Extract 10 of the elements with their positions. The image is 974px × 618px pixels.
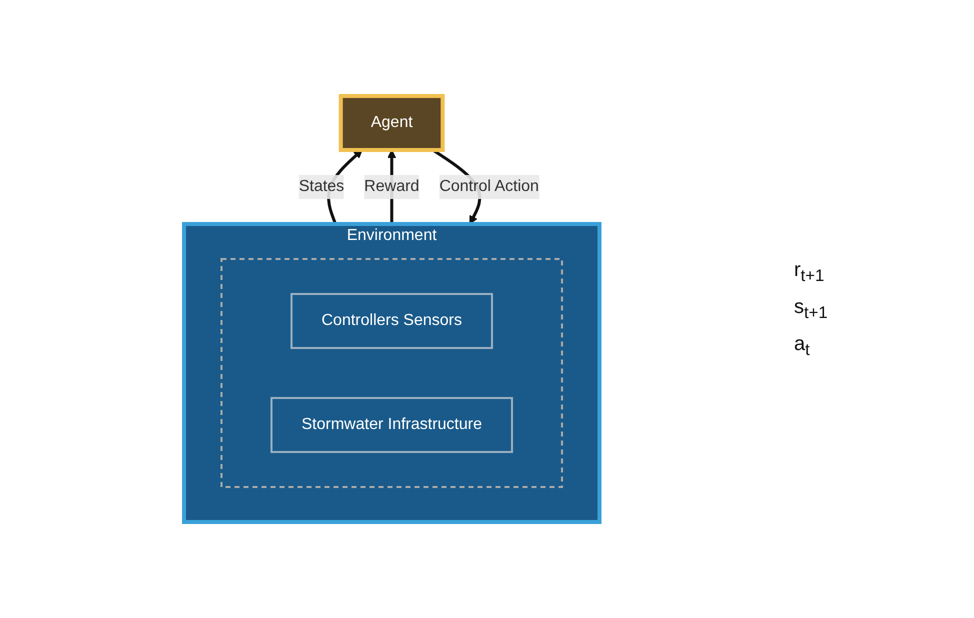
edge-label: Reward — [364, 178, 420, 195]
node-box: Controllers Sensors — [290, 293, 494, 349]
signal-label: a$_{t}$ — [794, 332, 811, 360]
node-box: Agent — [339, 94, 445, 152]
edge-label: States — [299, 178, 344, 195]
signal-label: s$_{t+1}$ — [794, 296, 829, 322]
signal-label: r$_{t+1}$ — [794, 258, 826, 286]
edge-label: Control Action — [440, 178, 540, 195]
node-box: Stormwater Infrastructure — [270, 397, 514, 453]
cluster — [220, 258, 564, 488]
